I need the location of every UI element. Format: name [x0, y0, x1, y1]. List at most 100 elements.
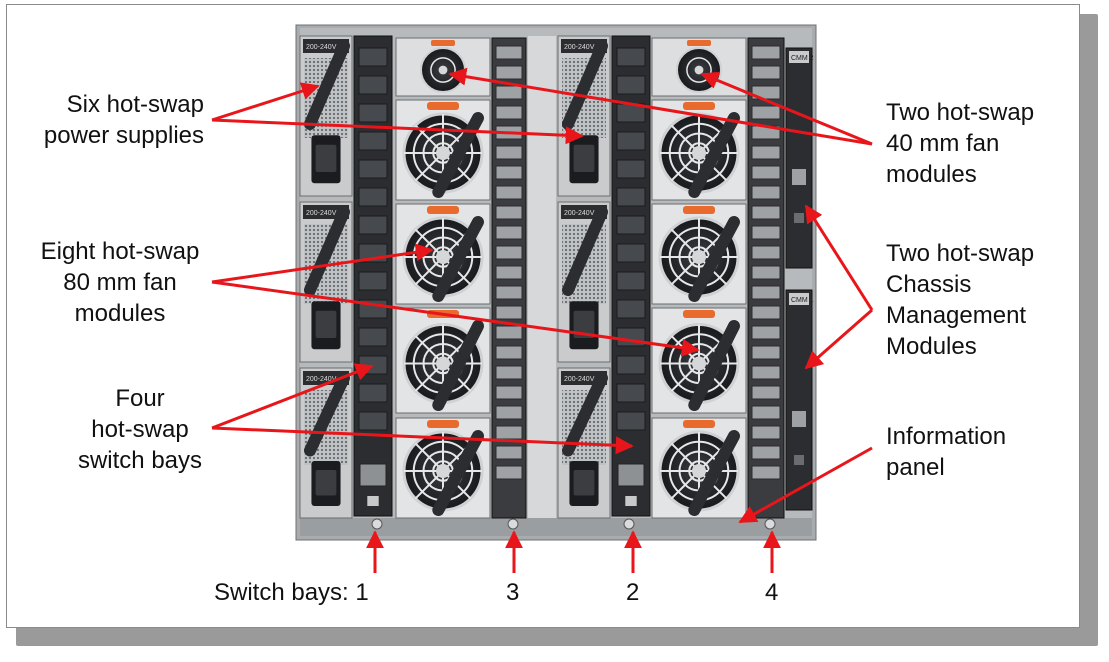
psu-handle — [304, 372, 350, 457]
io-port — [751, 445, 781, 460]
switch-port — [358, 187, 388, 207]
label-line: modules — [886, 161, 977, 188]
io-port — [495, 265, 523, 280]
switch-port — [616, 159, 646, 179]
io-port — [751, 185, 781, 200]
io-port — [751, 245, 781, 260]
power-supply: 200-240V — [557, 367, 611, 519]
label-line: 40 mm fan — [886, 130, 1000, 157]
fan-release-tab — [427, 206, 459, 214]
fan-module — [651, 99, 747, 201]
arrow-icon — [211, 426, 634, 455]
label-line: 80 mm fan — [63, 269, 177, 296]
switch-port — [358, 383, 388, 403]
small-fan-tab — [431, 40, 455, 46]
psu-handle — [562, 206, 608, 296]
label-switch-bays: Four hot-swap switch bays — [60, 383, 220, 476]
arrow-icon — [211, 243, 434, 284]
power-connector-socket — [573, 144, 595, 172]
arrow-icon — [804, 308, 873, 370]
io-port — [495, 365, 523, 380]
fan-module-40mm — [395, 37, 491, 97]
fan-release-tab — [683, 102, 715, 110]
label-line: power supplies — [43, 122, 204, 149]
io-port — [495, 185, 523, 200]
io-port — [495, 305, 523, 320]
label-line: Two hot-swap — [886, 240, 1035, 267]
arrow-icon — [804, 204, 874, 311]
power-supply: 200-240V — [299, 367, 353, 519]
switch-bay-release — [625, 496, 637, 506]
switch-port — [358, 327, 388, 347]
io-port — [751, 65, 781, 80]
io-port — [751, 45, 781, 60]
chassis-management-module: CMM 2 — [785, 47, 814, 269]
fan-handle — [432, 320, 484, 411]
label-line: Two hot-swap — [886, 99, 1035, 126]
switch-port — [358, 411, 388, 431]
label-line: Chassis — [886, 271, 972, 298]
ethernet-port-icon — [792, 411, 806, 427]
switch-port — [358, 215, 388, 235]
io-port — [495, 65, 523, 80]
switch-port — [616, 243, 646, 263]
small-fan-hub — [694, 65, 704, 75]
cmm-label-plate — [789, 293, 809, 305]
switch-port — [358, 159, 388, 179]
fan-module — [395, 203, 491, 305]
power-connector-socket — [573, 310, 595, 338]
power-supply: 200-240V — [557, 201, 611, 363]
switch-port — [616, 383, 646, 403]
io-port — [495, 325, 523, 340]
switch-port — [616, 271, 646, 291]
fan-handle — [432, 430, 484, 516]
io-port — [751, 425, 781, 440]
psu-handle — [304, 206, 350, 296]
fan-release-tab — [427, 420, 459, 428]
switch-port — [616, 75, 646, 95]
ethernet-port-icon — [792, 169, 806, 185]
cmm-housing — [785, 47, 813, 269]
power-supply: 200-240V — [299, 201, 353, 363]
fan-handle — [688, 216, 740, 302]
fan-hub — [435, 249, 451, 265]
fan-module — [395, 307, 491, 414]
label-power-supplies: Six hot-swap power supplies — [20, 89, 204, 151]
io-port — [751, 365, 781, 380]
small-fan-ring — [686, 57, 712, 83]
switch-module — [611, 35, 651, 517]
cmm-usb-port — [794, 213, 804, 223]
label-80mm-fans: Eight hot-swap 80 mm fan modules — [20, 236, 220, 329]
switch-port — [358, 271, 388, 291]
fan-hub — [691, 463, 707, 479]
psu-handle — [304, 40, 350, 130]
psu-rating: 200-240V — [564, 210, 595, 217]
arrow-icon — [211, 363, 374, 430]
io-port — [495, 245, 523, 260]
cmm-label: CMM 2 — [791, 55, 814, 62]
io-port — [495, 445, 523, 460]
fan-release-tab — [683, 420, 715, 428]
psu-rating: 200-240V — [306, 376, 337, 383]
io-port-column — [747, 37, 785, 519]
fan-hub — [435, 463, 451, 479]
io-port — [751, 465, 781, 480]
io-port — [495, 465, 523, 480]
bay-screw — [623, 518, 635, 530]
cmm-housing — [785, 289, 813, 511]
io-port — [751, 325, 781, 340]
fan-module — [395, 417, 491, 519]
bay-screw — [507, 518, 519, 530]
switch-port — [616, 411, 646, 431]
cmm-label: CMM 1 — [791, 297, 814, 304]
switch-port — [358, 103, 388, 123]
psu-rating: 200-240V — [306, 210, 337, 217]
small-fan-hub — [438, 65, 448, 75]
io-port — [751, 265, 781, 280]
arrow-icon — [700, 71, 873, 146]
io-port — [495, 165, 523, 180]
power-connector-socket — [315, 470, 337, 496]
io-port — [495, 205, 523, 220]
io-port — [495, 105, 523, 120]
